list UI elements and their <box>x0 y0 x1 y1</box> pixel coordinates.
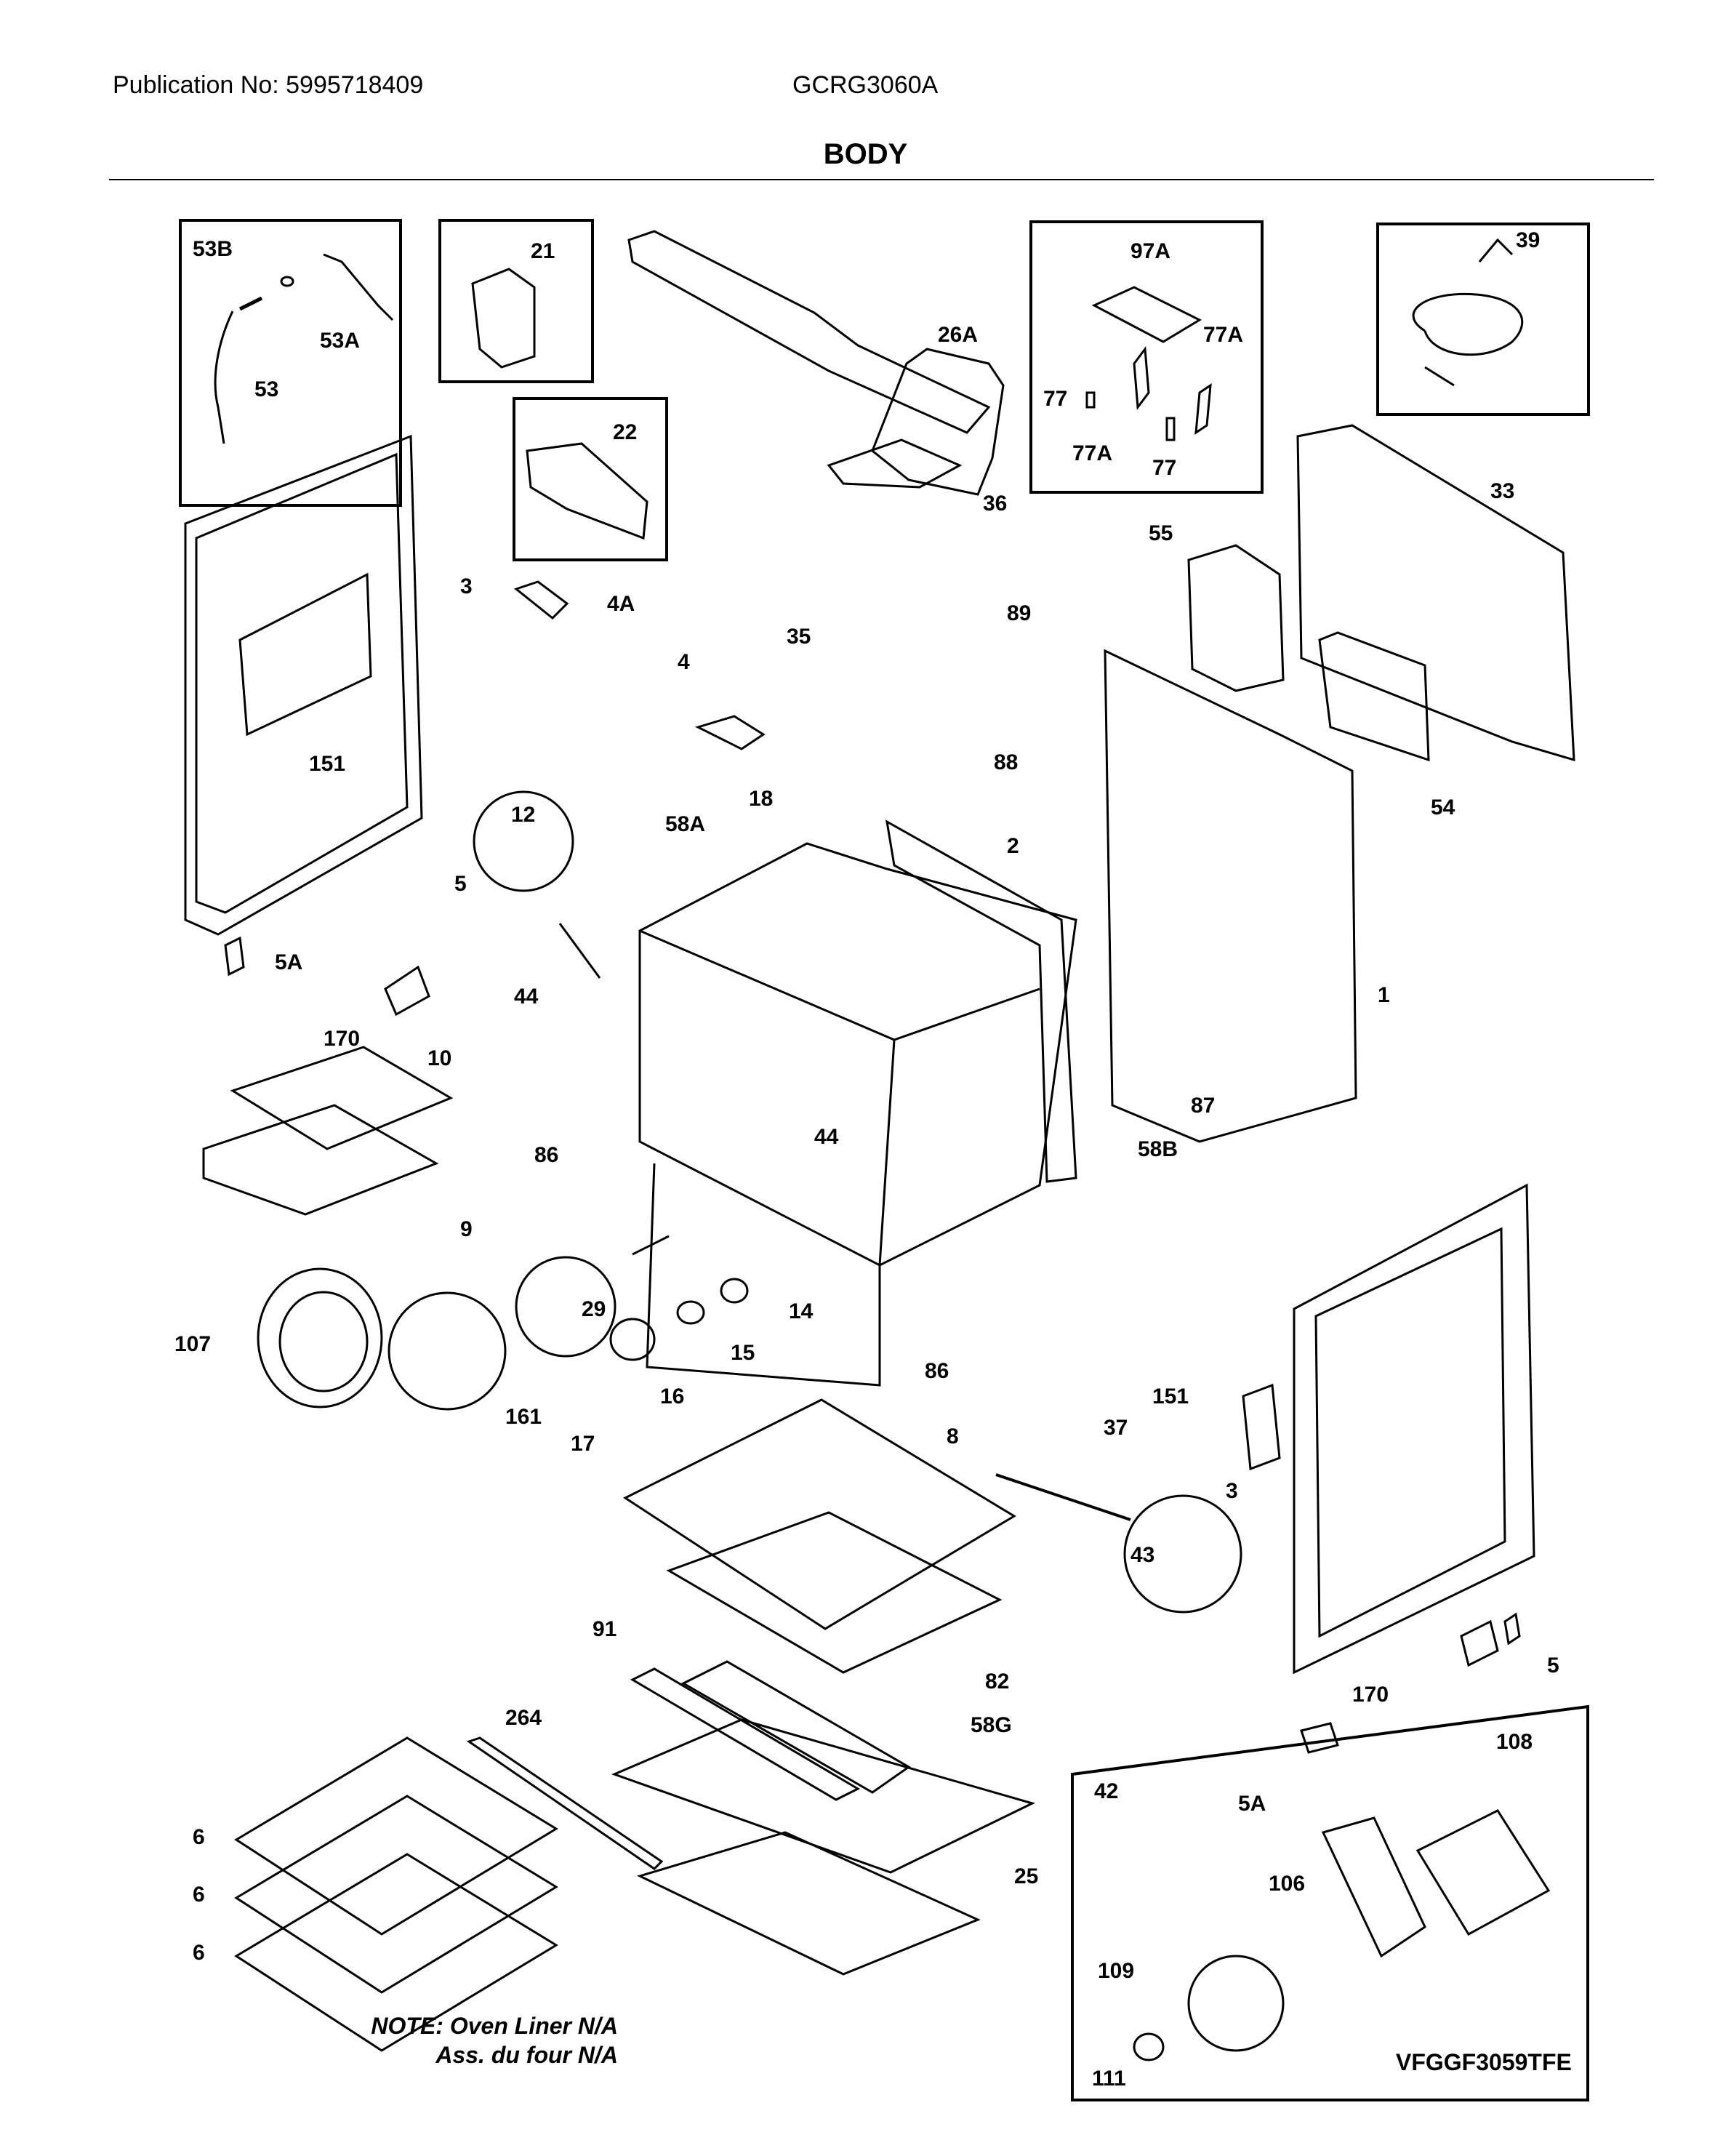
callout-22: 22 <box>613 420 637 444</box>
callout-9: 9 <box>460 1217 473 1241</box>
callout-2: 2 <box>1007 834 1019 858</box>
callout-5: 5 <box>454 872 467 896</box>
note-oven-liner-fr: Ass. du four N/A <box>435 2042 618 2068</box>
callout-97A: 97A <box>1130 239 1170 263</box>
model-number: GCRG3060A <box>792 71 939 99</box>
callout-44: 44 <box>514 985 539 1009</box>
callout-77: 77 <box>1152 456 1176 480</box>
callout-43: 43 <box>1130 1543 1154 1567</box>
callout-170: 170 <box>1352 1683 1389 1707</box>
detail-circle-12 <box>473 790 574 892</box>
callout-106: 106 <box>1269 1872 1305 1896</box>
callout-53B: 53B <box>193 237 233 261</box>
callout-264: 264 <box>505 1706 542 1730</box>
callout-108: 108 <box>1496 1730 1533 1754</box>
callout-33: 33 <box>1490 479 1514 503</box>
detail-circle-43 <box>1123 1494 1242 1614</box>
callout-6: 6 <box>193 1941 205 1965</box>
callout-77A: 77A <box>1203 323 1243 347</box>
publication-number: Publication No: 5995718409 <box>113 71 424 99</box>
callout-6: 6 <box>193 1883 205 1907</box>
callout-77A: 77A <box>1072 441 1112 465</box>
callout-44: 44 <box>814 1125 839 1149</box>
callout-53A: 53A <box>320 329 360 353</box>
callout-15: 15 <box>731 1341 755 1365</box>
callout-58A: 58A <box>665 812 705 836</box>
callout-29: 29 <box>582 1297 606 1321</box>
callout-88: 88 <box>994 750 1018 774</box>
page-title: BODY <box>823 138 908 170</box>
callout-53: 53 <box>254 377 278 401</box>
callout-42: 42 <box>1094 1779 1118 1803</box>
callout-16: 16 <box>660 1384 684 1408</box>
inset-box-39 <box>1376 223 1590 416</box>
callout-36: 36 <box>983 492 1007 516</box>
callout-14: 14 <box>789 1299 814 1323</box>
callout-89: 89 <box>1007 601 1031 625</box>
callout-58G: 58G <box>971 1713 1012 1737</box>
callout-170: 170 <box>324 1027 360 1051</box>
callout-6: 6 <box>193 1825 205 1849</box>
title-rule <box>109 179 1654 180</box>
callout-5A: 5A <box>1238 1792 1266 1816</box>
callout-8: 8 <box>947 1424 959 1448</box>
callout-4A: 4A <box>607 592 635 616</box>
callout-87: 87 <box>1191 1094 1215 1118</box>
callout-107: 107 <box>174 1332 211 1356</box>
callout-35: 35 <box>787 625 811 649</box>
callout-12: 12 <box>511 803 535 827</box>
inset-box-control-board <box>1029 220 1264 494</box>
inset-box-21 <box>438 219 594 383</box>
callout-3: 3 <box>1226 1479 1238 1503</box>
callout-86: 86 <box>925 1359 949 1383</box>
callout-109: 109 <box>1098 1959 1134 1983</box>
callout-39: 39 <box>1516 228 1540 252</box>
callout-10: 10 <box>427 1046 451 1070</box>
callout-151: 151 <box>1152 1384 1189 1408</box>
callout-111: 111 <box>1092 2067 1126 2091</box>
callout-54: 54 <box>1431 796 1455 819</box>
callout-151: 151 <box>309 752 345 776</box>
callout-91: 91 <box>593 1617 617 1641</box>
callout-77: 77 <box>1043 387 1067 411</box>
callout-86: 86 <box>534 1143 558 1167</box>
callout-25: 25 <box>1014 1864 1038 1888</box>
callout-55: 55 <box>1149 521 1173 545</box>
inset-box-fan <box>1071 1704 1589 2101</box>
callout-4: 4 <box>678 650 690 674</box>
callout-5A: 5A <box>275 950 302 974</box>
drawing-id: VFGGF3059TFE <box>1396 2049 1572 2075</box>
note-oven-liner: NOTE: Oven Liner N/A <box>371 2013 618 2039</box>
callout-18: 18 <box>749 787 773 811</box>
callout-26A: 26A <box>938 323 978 347</box>
inset-box-thermocouple <box>179 219 402 507</box>
callout-58B: 58B <box>1138 1137 1178 1161</box>
callout-21: 21 <box>531 239 555 263</box>
callout-3: 3 <box>460 574 473 598</box>
callout-161: 161 <box>505 1405 542 1429</box>
inset-box-22 <box>513 397 668 561</box>
callout-37: 37 <box>1104 1416 1128 1440</box>
callout-1: 1 <box>1378 983 1390 1007</box>
callout-82: 82 <box>985 1670 1009 1694</box>
detail-circle-29 <box>515 1256 617 1358</box>
callout-17: 17 <box>571 1432 595 1456</box>
callout-5: 5 <box>1547 1654 1559 1678</box>
